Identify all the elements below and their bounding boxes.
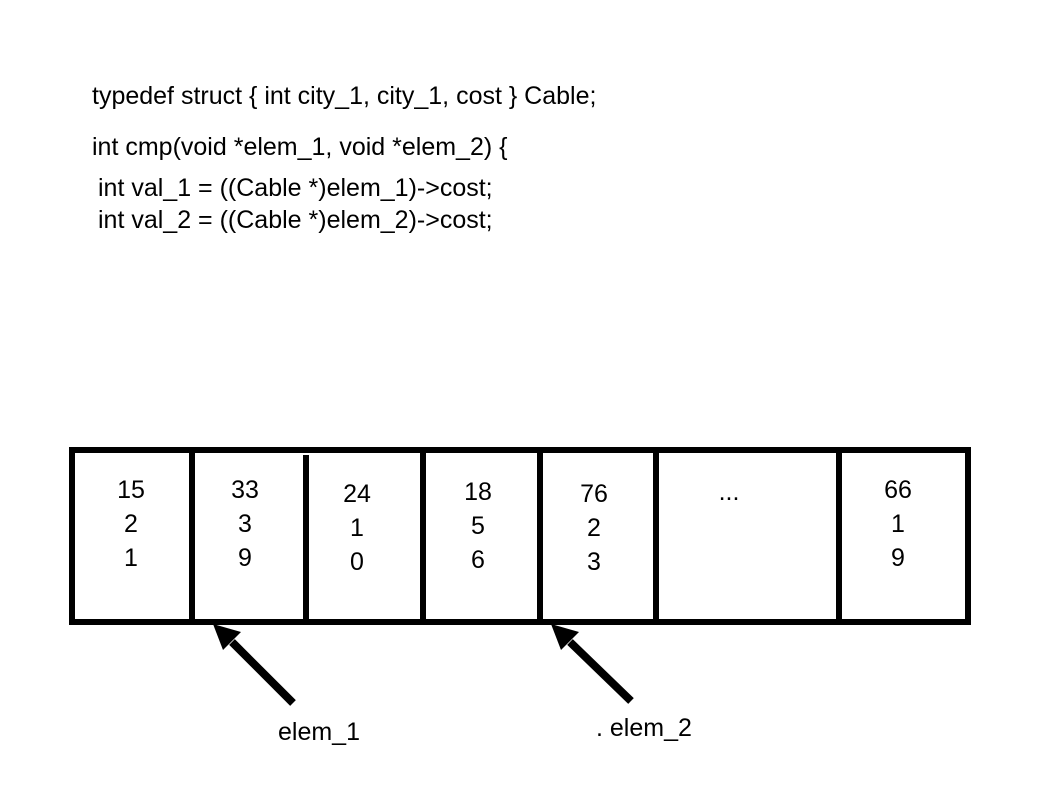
cell-0: 15 2 1: [117, 476, 145, 572]
cell-4-value-2: 3: [587, 548, 601, 576]
cell-6-value-0: 66: [884, 476, 912, 504]
cell-4: 76 2 3: [580, 480, 608, 576]
cell-1: 33 3 9: [231, 476, 259, 572]
cell-0-value-1: 2: [124, 510, 138, 538]
cell-5-ellipsis: ...: [719, 478, 740, 506]
elem1-pointer-arrow: [213, 624, 296, 706]
val2-assignment-line: int val_2 = ((Cable *)elem_2)->cost;: [98, 206, 493, 234]
cell-6-value-2: 9: [891, 544, 905, 572]
cmp-signature-line: int cmp(void *elem_1, void *elem_2) {: [92, 133, 508, 161]
cell-5: ...: [719, 478, 740, 506]
cell-4-value-0: 76: [580, 480, 608, 508]
cell-0-value-2: 1: [124, 544, 138, 572]
cell-1-value-0: 33: [231, 476, 259, 504]
cell-1-value-1: 3: [238, 510, 252, 538]
cell-2-value-1: 1: [350, 514, 364, 542]
cell-2: 24 1 0: [343, 480, 371, 576]
cell-2-value-2: 0: [350, 548, 364, 576]
cell-0-value-0: 15: [117, 476, 145, 504]
elem2-label: . elem_2: [596, 714, 692, 742]
struct-definition-line: typedef struct { int city_1, city_1, cos…: [92, 82, 597, 110]
cell-3: 18 5 6: [464, 478, 492, 574]
array-cells: 15 2 1 33 3 9 24 1 0 18 5 6 76 2 3 ... 6…: [117, 476, 912, 576]
array-outline: [69, 447, 971, 625]
cell-3-value-2: 6: [471, 546, 485, 574]
cell-3-value-0: 18: [464, 478, 492, 506]
val1-assignment-line: int val_1 = ((Cable *)elem_1)->cost;: [98, 174, 493, 202]
cell-4-value-1: 2: [587, 514, 601, 542]
cell-1-value-2: 9: [238, 544, 252, 572]
elem2-pointer-arrow: [551, 624, 634, 704]
cell-3-value-1: 5: [471, 512, 485, 540]
cell-6: 66 1 9: [884, 476, 912, 572]
cell-2-value-0: 24: [343, 480, 371, 508]
cell-6-value-1: 1: [891, 510, 905, 538]
elem1-label: elem_1: [278, 718, 360, 746]
